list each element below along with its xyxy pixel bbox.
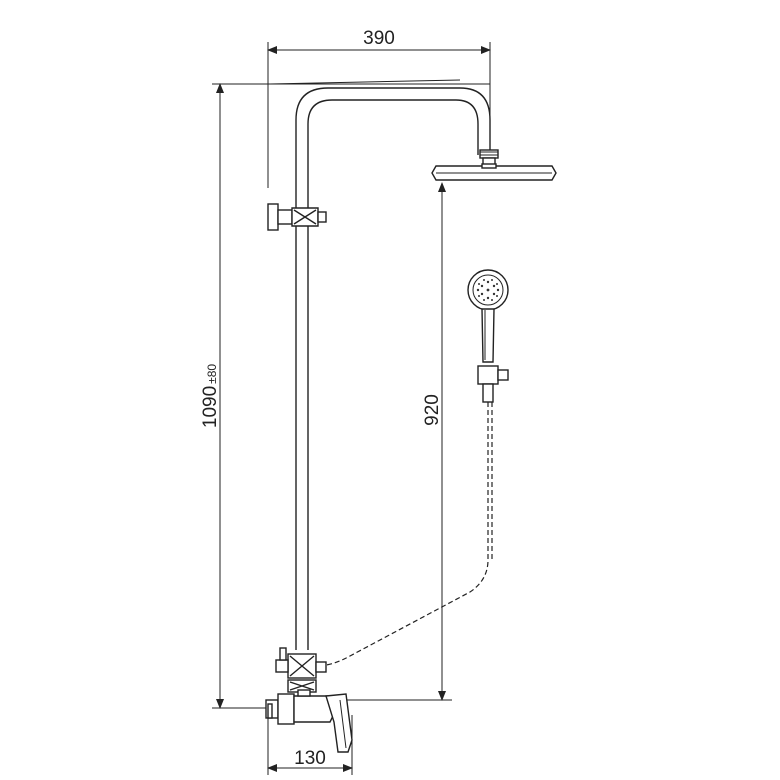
dimension-label-overall-height: 1090±80 [200,364,221,429]
mixer-valve [265,679,337,725]
hand-shower [467,269,509,363]
hand-shower-holder [477,365,509,403]
dimension-base-depth: 130 [267,715,353,775]
riser-pipe [269,79,491,650]
hand-shower-nozzles [476,279,500,301]
diverter-valve [275,647,327,679]
wall-plate [267,703,273,719]
flexible-hose [315,402,493,667]
dimension-label-base-depth: 130 [294,748,326,769]
dimension-top-width: 390 [267,28,491,188]
dimension-label-head-height: 920 [422,394,443,426]
dimension-head-height: 920 [330,182,452,701]
rain-shower-head [431,163,557,181]
mixer-lever [325,693,353,753]
upper-wall-bracket [267,203,327,231]
dimension-overall-height: 1090±80 [200,83,490,709]
head-swivel-joint [479,149,499,167]
dimension-label-top-width: 390 [363,28,395,49]
